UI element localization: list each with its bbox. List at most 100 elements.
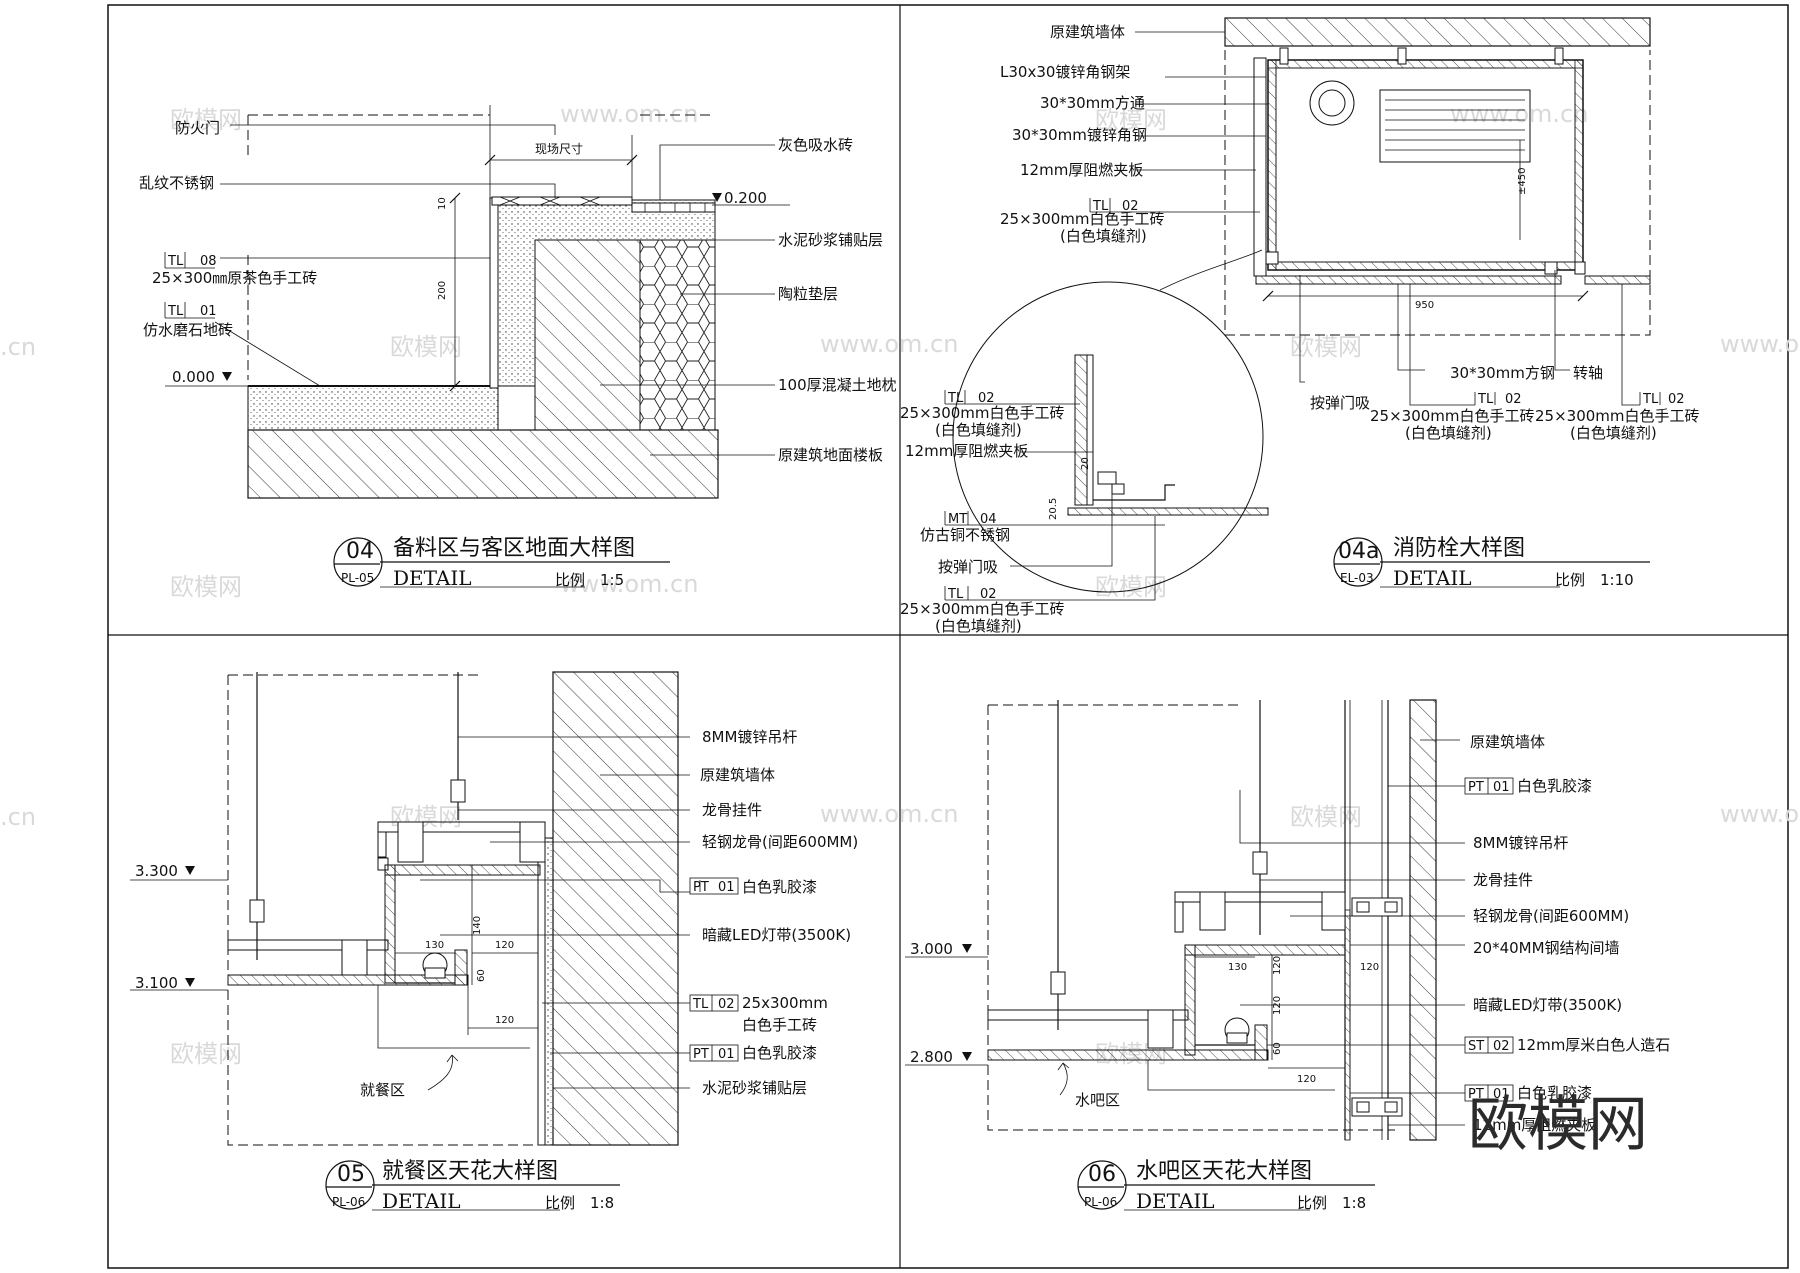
watermark-cn: .cn <box>0 333 36 361</box>
level-3-300: 3.300 <box>135 862 178 880</box>
detail-05-detail: DETAIL <box>382 1189 461 1213</box>
tag-code-tl: TL <box>947 587 964 602</box>
watermark-big: 欧模网 <box>1468 1090 1648 1160</box>
tag-num-08: 08 <box>200 254 217 269</box>
building-wall <box>1224 17 1651 47</box>
label-terrazzo: 仿水磨石地砖 <box>143 321 233 339</box>
label-tube: 30*30mm方通 <box>1040 94 1145 112</box>
label-b-filler: (白色填缝剂) <box>1405 424 1492 442</box>
label-angle: 30*30mm镀锌角钢 <box>1012 126 1147 144</box>
label-e-filler: (白色填缝剂) <box>935 421 1022 439</box>
label-floor-slab: 原建筑地面楼板 <box>778 446 883 464</box>
watermark-url: www.om.cn <box>1720 330 1800 358</box>
label-board: 12mm厚阻燃夹板 <box>1473 1116 1596 1134</box>
tag-code-st: ST <box>1468 1039 1484 1054</box>
level-3-000: 3.000 <box>910 940 953 958</box>
detail-06-number: 06 <box>1088 1162 1116 1187</box>
dim-site-size: 现场尺寸 <box>535 142 583 156</box>
tag-code-pt: PT <box>693 880 709 895</box>
detail-05-number: 05 <box>337 1162 365 1187</box>
label-steel-tube: 30*30mm方钢 <box>1450 364 1555 382</box>
label-c-filler: (白色填缝剂) <box>1570 424 1657 442</box>
watermark-cn: .cn <box>0 803 36 831</box>
floor-slab <box>247 429 719 499</box>
label-e-tile: 25×300mm白色手工砖 <box>900 404 1065 422</box>
tag-num-01: 01 <box>1493 780 1510 795</box>
tag-num-04: 04 <box>980 512 997 527</box>
detail-05-scale: 1:8 <box>590 1194 614 1212</box>
tag-num-02: 02 <box>1668 392 1685 407</box>
screed-layer <box>247 385 499 431</box>
label-tile-brown: 25×300㎜原茶色手工砖 <box>152 269 317 287</box>
watermark-text: 欧模网 <box>1290 333 1362 361</box>
detail-06-detail: DETAIL <box>1136 1189 1215 1213</box>
detail-05-ref: PL-06 <box>332 1195 365 1209</box>
detail-06-ref: PL-06 <box>1084 1195 1117 1209</box>
detail-04a-detail: DETAIL <box>1393 566 1472 590</box>
detail-06-title: 水吧区天花大样图 <box>1136 1159 1312 1184</box>
detail-04-floor-section: 现场尺寸 200 10 0.200 0.000 防火门 乱纹不锈钢 灰色吸水砖 … <box>139 105 897 590</box>
label-latex: 白色乳胶漆 <box>742 878 817 896</box>
dim-20-5: 20.5 <box>1048 498 1059 520</box>
tag-code-tl: TL <box>1642 392 1659 407</box>
tag-num-02: 02 <box>978 391 995 406</box>
label-cement: 水泥砂浆铺贴层 <box>778 231 883 249</box>
dim-120-a: 120 <box>495 940 514 951</box>
concrete-plinth <box>534 239 641 431</box>
detail-04a-scale-label: 比例 <box>1555 571 1585 589</box>
tag-num-01: 01 <box>200 304 217 319</box>
tag-code-tl: TL <box>1477 392 1494 407</box>
dim-120-b: 120 <box>1272 996 1283 1015</box>
label-fire-door: 防火门 <box>175 119 220 137</box>
dim-10: 10 <box>437 197 448 210</box>
label-wall: 原建筑墙体 <box>1050 23 1125 41</box>
watermark-text: 欧模网 <box>170 573 242 601</box>
label-latex-b: 白色乳胶漆 <box>742 1044 817 1062</box>
tag-code-pt: PT <box>1468 1087 1484 1102</box>
label-led: 暗藏LED灯带(3500K) <box>702 926 851 944</box>
detail-06-scale: 1:8 <box>1342 1194 1366 1212</box>
label-tile-white: 25×300mm白色手工砖 <box>1000 210 1165 228</box>
dim-20: 20 <box>1080 457 1091 470</box>
watermark-text: 欧模网 <box>170 106 242 134</box>
detail-05-title: 就餐区天花大样图 <box>382 1159 558 1184</box>
tag-num-02: 02 <box>1493 1039 1510 1054</box>
tag-num-02: 02 <box>1505 392 1522 407</box>
label-area-dining: 就餐区 <box>360 1081 405 1099</box>
level-2-800: 2.800 <box>910 1048 953 1066</box>
tag-code-tl: TL <box>947 391 964 406</box>
label-wall: 原建筑墙体 <box>1470 733 1545 751</box>
dim-140: 140 <box>472 916 483 935</box>
label-copper: 仿古铜不锈钢 <box>920 526 1010 544</box>
label-wall: 原建筑墙体 <box>700 766 775 784</box>
tag-num-02: 02 <box>718 997 735 1012</box>
tag-num-01: 01 <box>718 1047 735 1062</box>
tag-num-01: 01 <box>1493 1087 1510 1102</box>
label-grey-tile: 灰色吸水砖 <box>778 136 853 154</box>
dim-120-a: 120 <box>1272 956 1283 975</box>
label-keel: 轻钢龙骨(间距600MM) <box>1473 907 1629 925</box>
tag-code-pt: PT <box>1468 780 1484 795</box>
label-keel: 轻钢龙骨(间距600MM) <box>702 833 858 851</box>
watermark-url: www.om.cn <box>820 330 958 358</box>
label-c-tile: 25×300mm白色手工砖 <box>1535 407 1700 425</box>
watermark-text: 欧模网 <box>1095 106 1167 134</box>
watermark-text: 欧模网 <box>170 1040 242 1068</box>
label-e-board: 12mm厚阻燃夹板 <box>905 442 1028 460</box>
watermark-text: 欧模网 <box>390 333 462 361</box>
dim-130: 130 <box>1228 962 1247 973</box>
watermark-url: www.om.cn <box>1720 800 1800 828</box>
watermark-text: 欧模网 <box>1095 573 1167 601</box>
detail-04-scale: 1:5 <box>600 571 624 589</box>
detail-04-title: 备料区与客区地面大样图 <box>393 536 635 561</box>
label-stone: 12mm厚米白色人造石 <box>1517 1036 1670 1054</box>
detail-04a-title: 消防栓大样图 <box>1393 536 1525 561</box>
dim-60: 60 <box>1272 1042 1283 1055</box>
detail-05-dining-ceiling: 140 130 120 60 120 3.300 3.100 8MM镀锌吊杆 原… <box>130 671 858 1213</box>
detail-05-scale-label: 比例 <box>545 1194 575 1212</box>
detail-04a-hydrant-section: ±450 950 20 20.5 原建筑墙体 L30x30镀锌角钢架 30*30… <box>900 17 1700 635</box>
label-latex-b: 白色乳胶漆 <box>1517 1084 1592 1102</box>
label-angle-frame: L30x30镀锌角钢架 <box>1000 63 1130 81</box>
detail-04-ref: PL-05 <box>341 571 374 585</box>
